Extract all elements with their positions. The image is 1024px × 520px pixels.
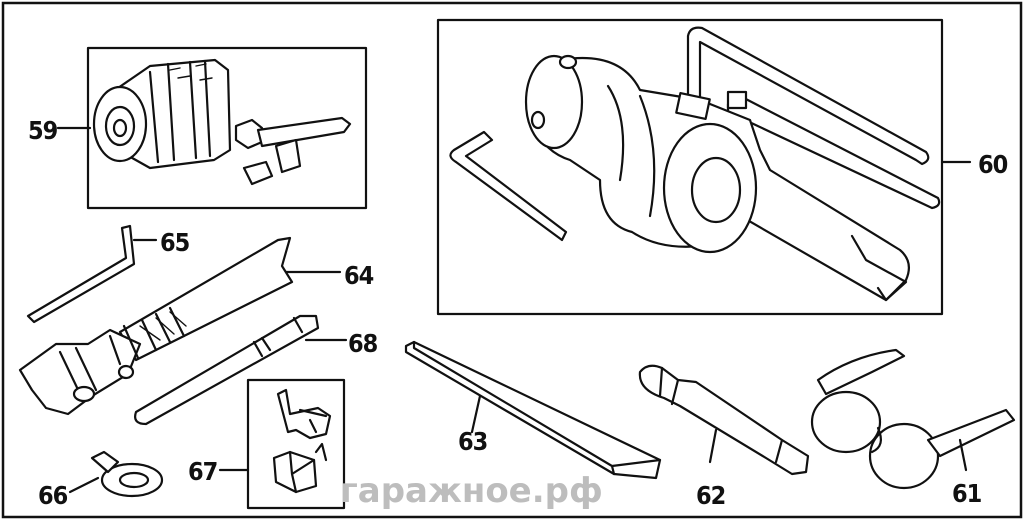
callout-67: 67: [188, 457, 217, 486]
part-68-rod: [134, 314, 348, 426]
callout-59: 59: [28, 116, 58, 145]
callout-62: 62: [696, 481, 725, 510]
part-62-taper: [638, 364, 810, 476]
callout-66: 66: [38, 481, 68, 510]
part-59-drill-chuck: [56, 46, 368, 210]
callout-64: 64: [344, 261, 374, 290]
part-64-strap: [18, 236, 342, 416]
part-66-eye-bolt: [68, 450, 164, 498]
callout-61: 61: [952, 479, 982, 508]
part-61-safety-glasses: [810, 348, 1016, 490]
callout-63: 63: [458, 427, 487, 456]
callout-60: 60: [978, 150, 1008, 179]
callout-68: 68: [348, 329, 378, 358]
part-63-wedge: [404, 340, 662, 480]
part-60-assembly: [436, 18, 972, 316]
part-65-hex-key: [26, 224, 158, 324]
watermark: гаражное.рф: [340, 471, 603, 511]
part-67-brushes: [218, 378, 346, 510]
callout-65: 65: [160, 228, 190, 257]
part-60-box: [436, 18, 944, 316]
part-67-box: [246, 378, 346, 510]
